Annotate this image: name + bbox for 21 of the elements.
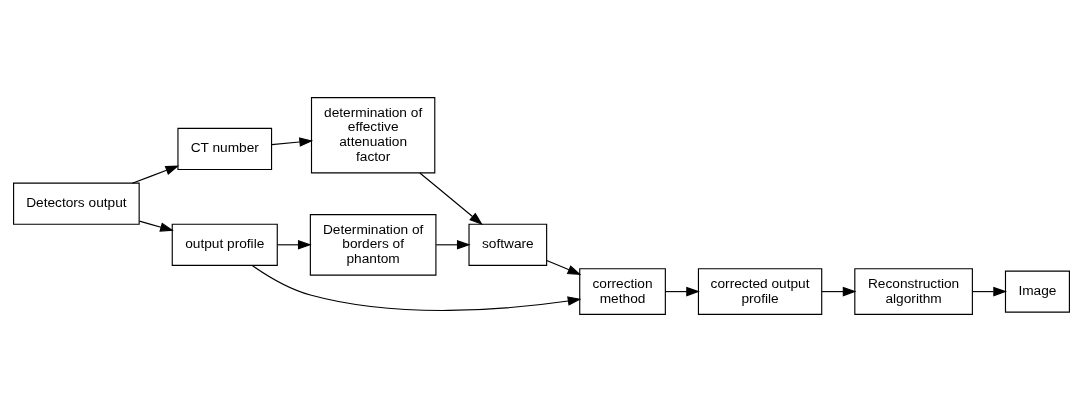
node-box: determination of effective attenuation factor <box>310 97 436 174</box>
node-box: correction method <box>579 268 666 315</box>
node-box: software <box>468 223 548 266</box>
arrow <box>138 220 174 232</box>
arrow <box>664 286 700 297</box>
node-box: Determination of borders of phantom <box>309 214 437 276</box>
arrow <box>271 137 314 147</box>
arrow <box>546 259 582 275</box>
arrow <box>972 286 1007 297</box>
arrow <box>251 265 582 311</box>
arrow <box>821 286 857 297</box>
node-box: Reconstruction algorithm <box>854 268 973 315</box>
arrow <box>435 240 471 250</box>
arrow <box>276 240 312 250</box>
node-box: CT number <box>177 127 273 171</box>
arrow <box>131 165 180 184</box>
node-box: Image <box>1004 270 1070 313</box>
arrow <box>419 172 483 226</box>
node-box: output profile <box>171 223 278 266</box>
node-box: corrected output profile <box>697 268 823 315</box>
node-box: Detectors output <box>13 182 140 225</box>
